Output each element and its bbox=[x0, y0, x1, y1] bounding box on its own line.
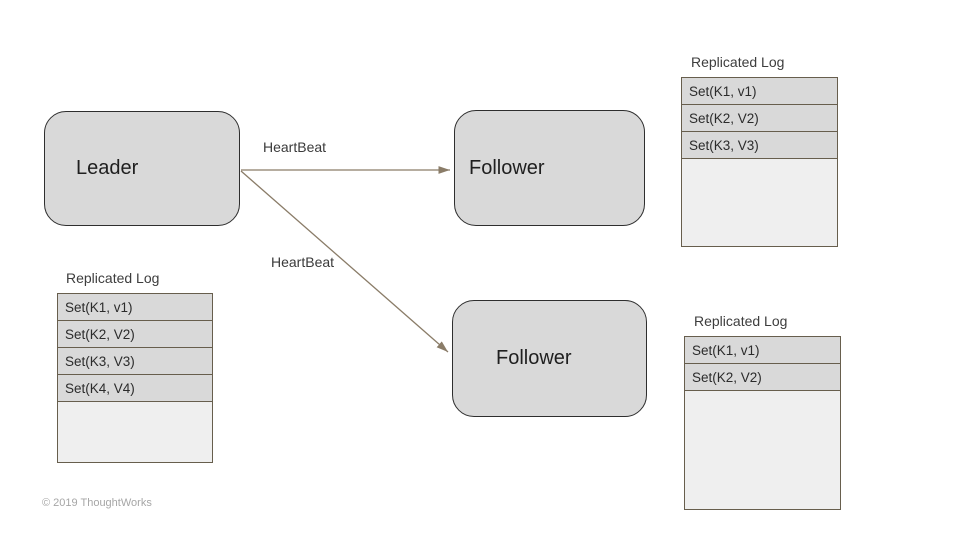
log-entry: Set(K3, V3) bbox=[682, 132, 837, 159]
replicated-log-follower-bottom: Replicated Log Set(K1, v1) Set(K2, V2) bbox=[684, 313, 841, 510]
follower-bottom-node-label: Follower bbox=[496, 347, 572, 369]
replicated-log-table: Set(K1, v1) Set(K2, V2) bbox=[684, 336, 841, 510]
log-empty-space bbox=[685, 391, 840, 509]
log-empty-space bbox=[682, 159, 837, 246]
log-entry: Set(K2, V2) bbox=[685, 364, 840, 391]
log-entry: Set(K2, V2) bbox=[682, 105, 837, 132]
replicated-log-title: Replicated Log bbox=[694, 313, 788, 329]
copyright-text: © 2019 ThoughtWorks bbox=[42, 497, 152, 509]
replicated-log-table: Set(K1, v1) Set(K2, V2) Set(K3, V3) Set(… bbox=[57, 293, 213, 463]
replicated-log-follower-top: Replicated Log Set(K1, v1) Set(K2, V2) S… bbox=[681, 54, 838, 247]
heartbeat-top-label: HeartBeat bbox=[263, 139, 327, 155]
log-entry: Set(K1, v1) bbox=[58, 294, 212, 321]
replicated-log-title: Replicated Log bbox=[66, 270, 160, 286]
follower-top-node: Follower bbox=[454, 110, 645, 226]
log-entry: Set(K4, V4) bbox=[58, 375, 212, 402]
leader-node: Leader bbox=[44, 111, 240, 226]
heartbeat-bottom-label: HeartBeat bbox=[271, 254, 335, 270]
log-entry: Set(K1, v1) bbox=[682, 78, 837, 105]
follower-bottom-node: Follower bbox=[452, 300, 647, 417]
follower-top-node-label: Follower bbox=[469, 156, 545, 179]
leader-node-label: Leader bbox=[76, 157, 139, 179]
log-entry: Set(K2, V2) bbox=[58, 321, 212, 348]
log-empty-space bbox=[58, 402, 212, 462]
replicated-log-title: Replicated Log bbox=[691, 54, 785, 70]
replicated-log-table: Set(K1, v1) Set(K2, V2) Set(K3, V3) bbox=[681, 77, 838, 247]
replicated-log-leader: Replicated Log Set(K1, v1) Set(K2, V2) S… bbox=[57, 270, 213, 463]
log-entry: Set(K3, V3) bbox=[58, 348, 212, 375]
log-entry: Set(K1, v1) bbox=[685, 337, 840, 364]
